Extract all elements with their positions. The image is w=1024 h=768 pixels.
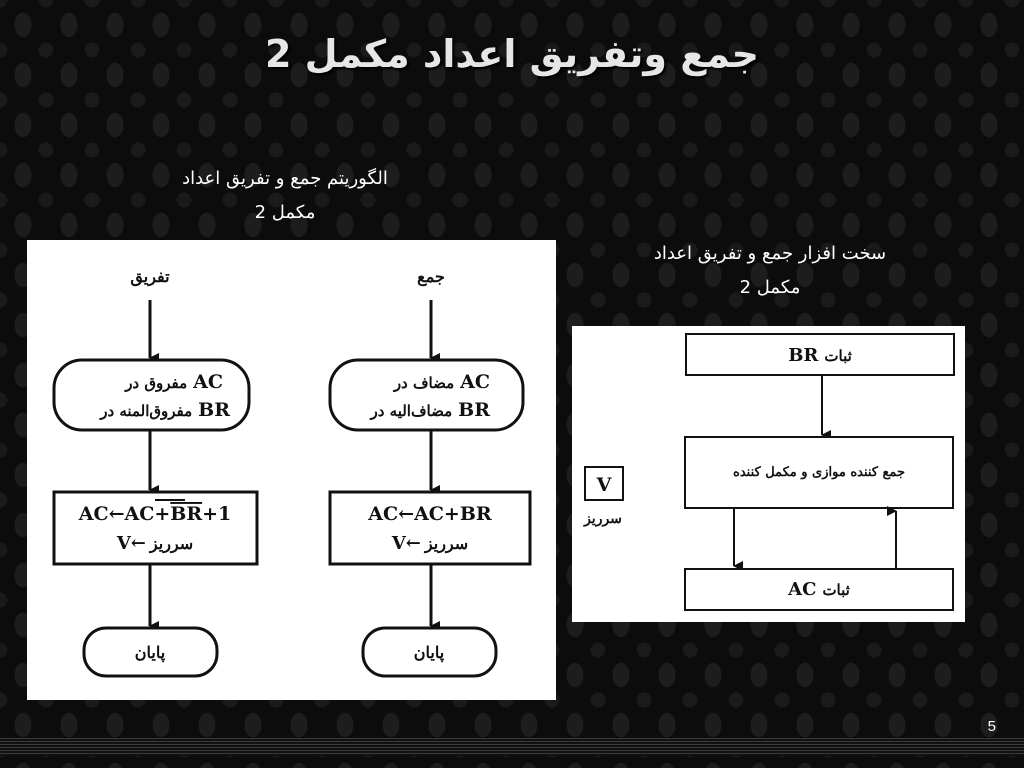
- add-process-line2-reg: V←: [391, 533, 421, 554]
- subtract-start-line2-text: مفروق‌المنه در: [99, 402, 192, 420]
- add-process-line1: AC←AC+BR: [367, 503, 492, 525]
- algorithm-flowchart-panel: تفریق مفروق در AC مفروق‌المنه در BR AC←AC+…: [27, 240, 556, 700]
- add-start-line2-text: مضاف‌الیه در: [370, 402, 453, 420]
- adder-box: [684, 436, 954, 509]
- page-number: 5: [987, 718, 996, 735]
- caption-algorithm-line2: مکمل 2: [254, 202, 316, 223]
- overflow-v-label: V: [596, 474, 613, 496]
- overflow-label: سرریز: [583, 511, 622, 527]
- caption-hardware-line2: مکمل 2: [739, 277, 801, 298]
- add-label: جمع: [417, 267, 445, 287]
- subtract-process-line1: AC←AC+BR+1: [78, 503, 232, 525]
- subtract-start-line1: مفروق در AC: [124, 371, 223, 393]
- ac-register-label: AC ثبات: [787, 579, 850, 600]
- subtract-end-label: پایان: [135, 643, 166, 663]
- add-start-line2: مضاف‌الیه در BR: [370, 399, 491, 421]
- subtract-process-line2-text: سرریز: [149, 534, 193, 554]
- caption-hardware: سخت افزار جمع و تفریق اعداد مکمل 2: [600, 237, 940, 305]
- add-process-line2: V←سرریز: [391, 533, 468, 554]
- add-start-line1-reg: AC: [459, 371, 490, 393]
- caption-algorithm-line1: الگوریتم جمع و تفریق اعداد: [182, 168, 388, 189]
- subtract-process-line2-reg: V←: [116, 533, 146, 554]
- add-start-line2-reg: BR: [458, 399, 490, 421]
- add-process-line2-text: سرریز: [424, 534, 468, 554]
- subtract-process-line2: V←سرریز: [116, 533, 193, 554]
- overflow-v-box: [584, 466, 624, 501]
- hardware-diagram-panel: BR ثبات جمع کننده موازی و مکمل کننده AC ثب…: [572, 326, 965, 622]
- add-end-label: پایان: [414, 643, 445, 663]
- subtract-label: تفریق: [130, 267, 170, 287]
- add-process-box: [328, 490, 532, 566]
- subtract-process-suffix: +1: [202, 503, 231, 525]
- hardware-diagram: BR ثبات جمع کننده موازی و مکمل کننده AC ثب…: [583, 333, 955, 611]
- ac-register-box: [684, 568, 954, 611]
- subtract-end-terminal: [82, 626, 219, 678]
- adder-label: جمع کننده موازی و مکمل کننده: [733, 465, 905, 480]
- add-start-line1-text: مضاف در: [393, 374, 454, 392]
- subtract-process-prefix: AC←AC+: [78, 503, 171, 525]
- ac-register-text: ثبات: [822, 581, 849, 599]
- br-register-text: ثبات: [824, 347, 851, 365]
- caption-hardware-line1: سخت افزار جمع و تفریق اعداد: [653, 243, 887, 264]
- add-end-terminal: [361, 626, 498, 678]
- subtract-process-box: [52, 490, 259, 566]
- br-register-reg: BR: [788, 345, 819, 366]
- subtract-start-line2-reg: BR: [198, 399, 230, 421]
- decorative-bottom-band: [0, 738, 1024, 756]
- br-register-box: [685, 333, 955, 376]
- ac-register-reg: AC: [787, 579, 816, 600]
- slide-title: جمع وتفریق اعداد مکمل 2: [264, 32, 760, 76]
- subtract-start-line1-text: مفروق در: [124, 374, 187, 392]
- caption-algorithm: الگوریتم جمع و تفریق اعداد مکمل 2: [120, 162, 450, 230]
- add-start-line1: مضاف در AC: [393, 371, 490, 393]
- add-start-terminal: [328, 358, 525, 432]
- br-register-label: BR ثبات: [788, 345, 852, 366]
- subtract-process-overline: BR: [170, 503, 202, 525]
- algorithm-flowchart: تفریق مفروق در AC مفروق‌المنه در BR AC←AC+…: [52, 267, 532, 678]
- subtract-start-line1-reg: AC: [192, 371, 223, 393]
- subtract-start-line2: مفروق‌المنه در BR: [99, 399, 230, 421]
